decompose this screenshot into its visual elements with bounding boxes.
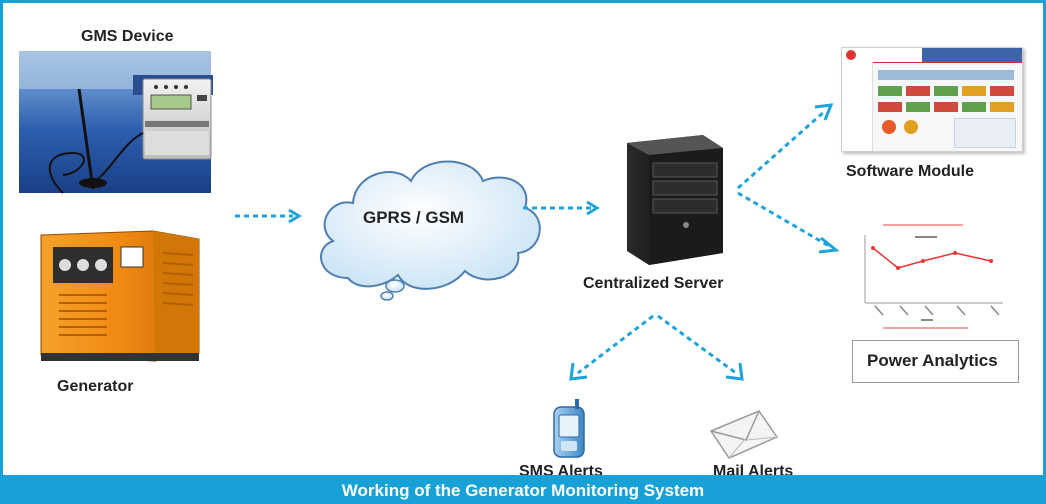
server-label: Centralized Server <box>583 275 724 292</box>
generator-photo <box>40 230 200 362</box>
arrow-server-to-software <box>737 103 834 190</box>
sw-tile <box>878 86 902 96</box>
network-label: GPRS / GSM <box>363 208 465 227</box>
server-tower-icon <box>627 135 723 265</box>
sw-tile <box>906 86 930 96</box>
sw-tile <box>934 86 958 96</box>
arrow-device-to-network <box>235 208 302 224</box>
sw-banner <box>922 48 1022 62</box>
sw-tile <box>990 102 1014 112</box>
cloud-icon <box>320 160 541 301</box>
power-analytics-label: Power Analytics <box>867 351 998 370</box>
sw-sidebar <box>842 62 873 151</box>
arrow-server-to-analytics <box>737 191 840 254</box>
sw-tile <box>906 102 930 112</box>
sw-tile <box>962 102 986 112</box>
envelope-icon <box>709 410 779 459</box>
gms-device-label: GMS Device <box>81 28 174 45</box>
gms-device-photo <box>19 51 213 194</box>
arrow-network-to-server <box>523 200 600 216</box>
sw-gauge-icon <box>904 120 918 134</box>
software-module-label: Software Module <box>846 163 975 180</box>
mobile-phone-icon <box>553 399 585 458</box>
sw-toolbar <box>878 70 1014 80</box>
sw-tile <box>934 102 958 112</box>
sw-gauge-icon <box>882 120 896 134</box>
arrow-server-to-mail <box>657 314 744 381</box>
generator-label: Generator <box>57 378 134 395</box>
software-screenshot <box>841 47 1023 152</box>
sw-tile <box>962 86 986 96</box>
arrow-server-to-sms <box>569 314 654 381</box>
diagram-canvas <box>19 51 1017 459</box>
sw-tile <box>878 102 902 112</box>
sw-tile <box>990 86 1014 96</box>
sw-logo-icon <box>846 50 856 60</box>
analytics-line-chart <box>847 217 1017 335</box>
sw-header <box>842 48 1022 63</box>
caption-bar: Working of the Generator Monitoring Syst… <box>3 475 1043 501</box>
sw-panel <box>954 118 1016 148</box>
caption-text: Working of the Generator Monitoring Syst… <box>341 481 705 500</box>
power-analytics-box <box>852 340 1019 383</box>
